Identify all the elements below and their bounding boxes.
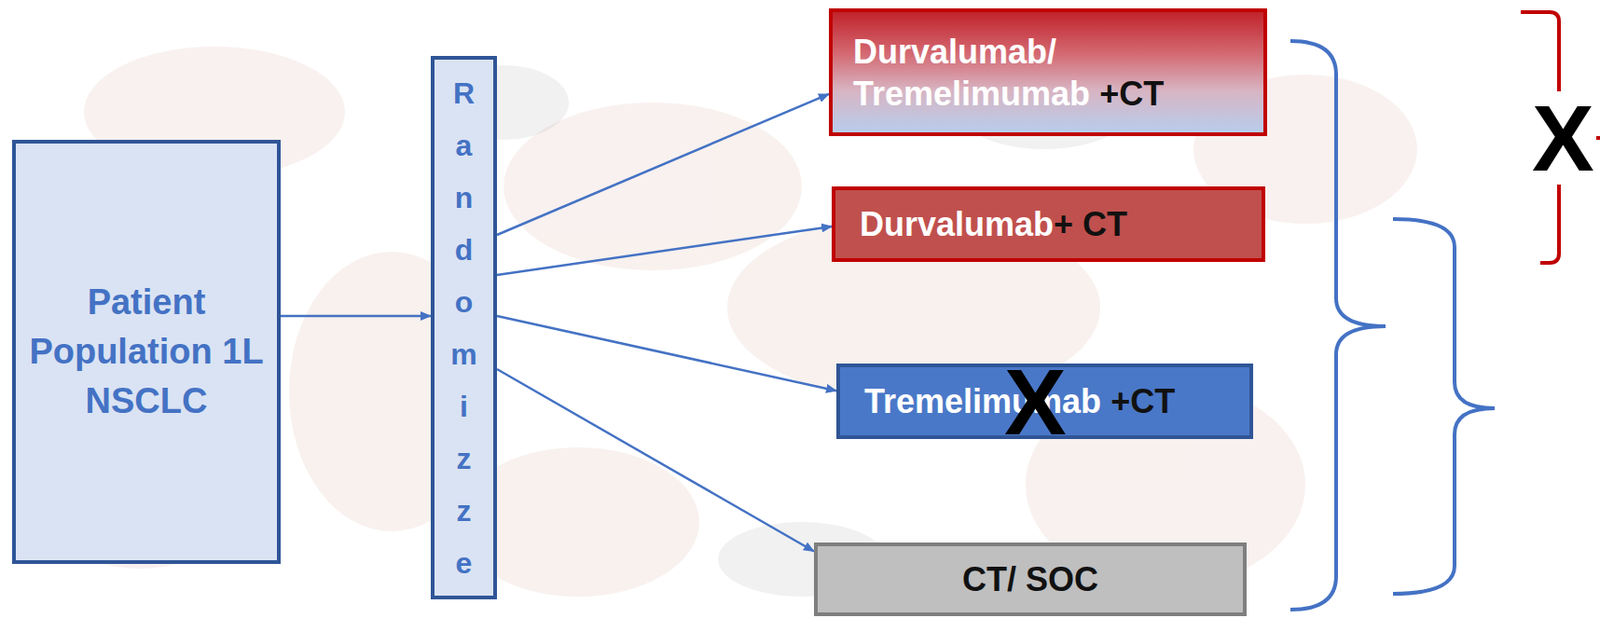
cross-mark: X bbox=[1530, 91, 1597, 185]
box-suffix: +CT bbox=[1099, 74, 1164, 113]
letter: d bbox=[450, 223, 477, 276]
letter: m bbox=[450, 328, 477, 381]
text-wrap: Durvalumab/ Tremelimumab+CT bbox=[853, 30, 1217, 115]
text-wrap: Patient Population 1L NSCLC bbox=[15, 277, 277, 428]
arrow-connector bbox=[280, 315, 431, 318]
box-text: CT/ SOC bbox=[962, 560, 1099, 599]
letter: i bbox=[450, 380, 477, 433]
box-text: Durvalumab/ Tremelimumab bbox=[853, 32, 1090, 113]
arm-box: Durvalumab/ Tremelimumab+CT bbox=[828, 8, 1268, 137]
letter: R bbox=[450, 67, 477, 120]
control-box: CT/ SOC bbox=[813, 542, 1247, 617]
letter: e bbox=[450, 537, 477, 590]
randomize-box: Randomizze bbox=[430, 55, 497, 600]
square-bracket bbox=[1520, 12, 1600, 263]
curly-brace bbox=[1290, 41, 1386, 610]
box-text: Patient Population 1L NSCLC bbox=[28, 282, 263, 421]
box-text: Randomizze bbox=[450, 67, 477, 590]
cross-mark: X bbox=[1004, 355, 1067, 449]
curly-brace bbox=[1393, 219, 1495, 594]
text-wrap: CT/ SOC bbox=[962, 559, 1099, 600]
arrow-connector bbox=[496, 94, 829, 235]
letter: o bbox=[450, 275, 477, 329]
box-suffix: +CT bbox=[1110, 382, 1175, 421]
letter: n bbox=[450, 171, 477, 224]
letter: z bbox=[450, 484, 477, 538]
text-wrap: Durvalumab+ CT bbox=[859, 204, 1128, 245]
text-wrap: Randomizze bbox=[450, 67, 477, 590]
arrow-connector bbox=[496, 369, 814, 552]
letter: a bbox=[450, 119, 477, 172]
box-text: Durvalumab bbox=[859, 205, 1054, 244]
letter: z bbox=[450, 432, 477, 485]
arrow-connector bbox=[496, 316, 837, 391]
population-box: Patient Population 1L NSCLC bbox=[12, 139, 281, 565]
arrow-connector bbox=[496, 226, 832, 276]
arm-box: Durvalumab+ CT bbox=[831, 186, 1266, 263]
box-suffix: + CT bbox=[1053, 205, 1128, 244]
